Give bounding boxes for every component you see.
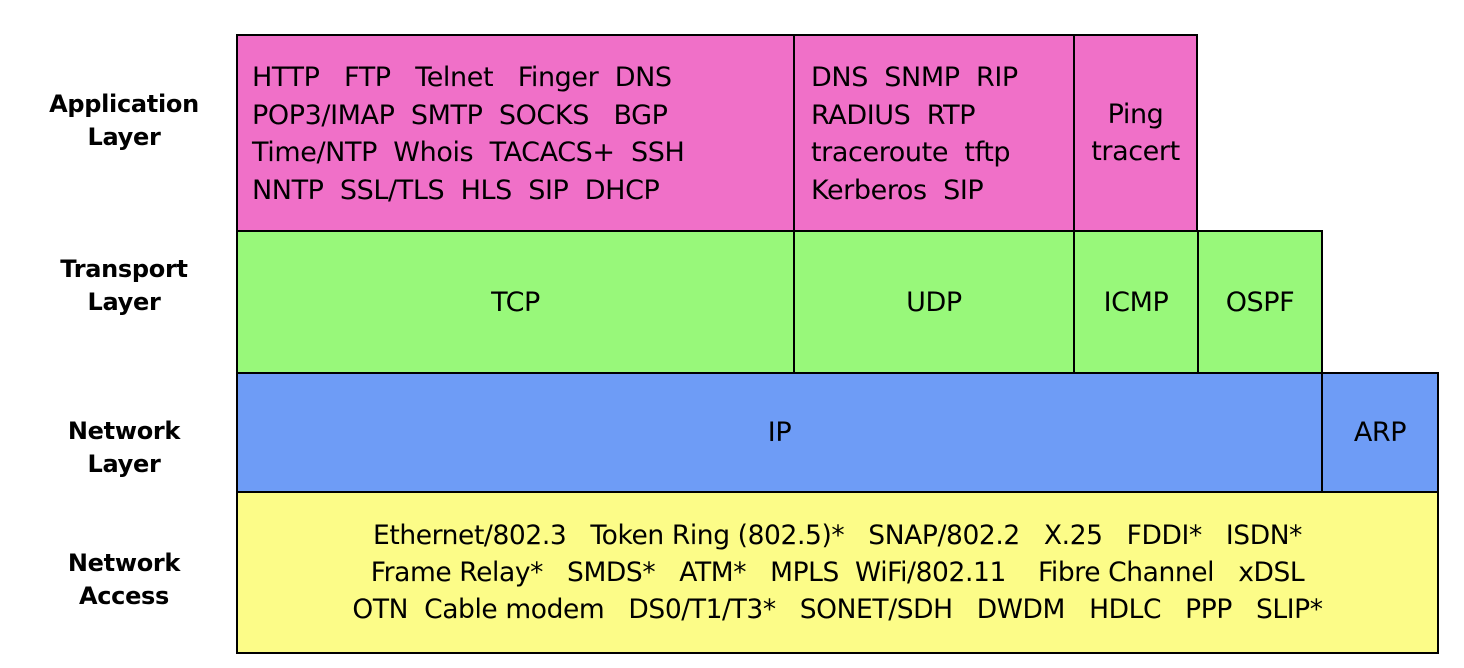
application-icmp-protocols-cell: Ping tracert — [1073, 34, 1198, 232]
application-tcp-protocols-cell: HTTP FTP Telnet Finger DNS POP3/IMAP SMT… — [236, 34, 795, 232]
transport-layer-label: Transport Layer — [10, 253, 238, 319]
application-icmp-line: tracert — [1091, 136, 1180, 167]
application-tcp-line: POP3/IMAP SMTP SOCKS BGP — [252, 99, 668, 131]
application-udp-line: RADIUS RTP — [811, 99, 976, 131]
transport-tcp-cell: TCP — [236, 230, 795, 374]
network-access-label: Network Access — [10, 547, 238, 613]
network-layer-label-line2: Layer — [87, 450, 161, 478]
application-layer-label: Application Layer — [10, 88, 238, 154]
network-access-line: OTN Cable modem DS0/T1/T3* SONET/SDH DWD… — [352, 594, 1323, 625]
transport-ospf-label: OSPF — [1225, 286, 1295, 318]
transport-udp-label: UDP — [906, 286, 962, 318]
network-layer-label-line1: Network — [67, 417, 181, 445]
application-tcp-line: NNTP SSL/TLS HLS SIP DHCP — [252, 174, 660, 206]
transport-layer-label-line1: Transport — [60, 255, 188, 283]
application-udp-line: traceroute tftp — [811, 137, 1011, 168]
transport-icmp-label: ICMP — [1103, 286, 1169, 318]
network-ip-label: IP — [767, 417, 792, 448]
network-layer-label: Network Layer — [10, 415, 238, 481]
application-udp-protocols-cell: DNS SNMP RIP RADIUS RTP traceroute tftp … — [793, 34, 1075, 232]
application-tcp-line: HTTP FTP Telnet Finger DNS — [252, 62, 672, 93]
application-tcp-line: Time/NTP Whois TACACS+ SSH — [252, 137, 685, 168]
transport-layer-label-line2: Layer — [87, 288, 161, 316]
application-udp-line: Kerberos SIP — [811, 174, 984, 206]
network-access-cell: Ethernet/802.3 Token Ring (802.5)* SNAP/… — [236, 491, 1439, 654]
network-access-line: Ethernet/802.3 Token Ring (802.5)* SNAP/… — [372, 520, 1302, 551]
network-access-line: Frame Relay* SMDS* ATM* MPLS WiFi/802.11… — [370, 557, 1305, 588]
network-arp-cell: ARP — [1321, 372, 1439, 493]
network-arp-label: ARP — [1353, 417, 1407, 448]
network-ip-cell: IP — [236, 372, 1323, 493]
network-access-label-line1: Network — [67, 549, 181, 577]
application-layer-label-line2: Layer — [87, 123, 161, 151]
network-access-label-line2: Access — [78, 582, 170, 610]
application-layer-label-line1: Application — [49, 90, 199, 118]
transport-tcp-label: TCP — [491, 286, 540, 318]
transport-ospf-cell: OSPF — [1197, 230, 1323, 374]
transport-icmp-cell: ICMP — [1073, 230, 1199, 374]
application-udp-line: DNS SNMP RIP — [811, 62, 1018, 93]
transport-udp-cell: UDP — [793, 230, 1075, 374]
application-icmp-line: Ping — [1107, 99, 1164, 130]
